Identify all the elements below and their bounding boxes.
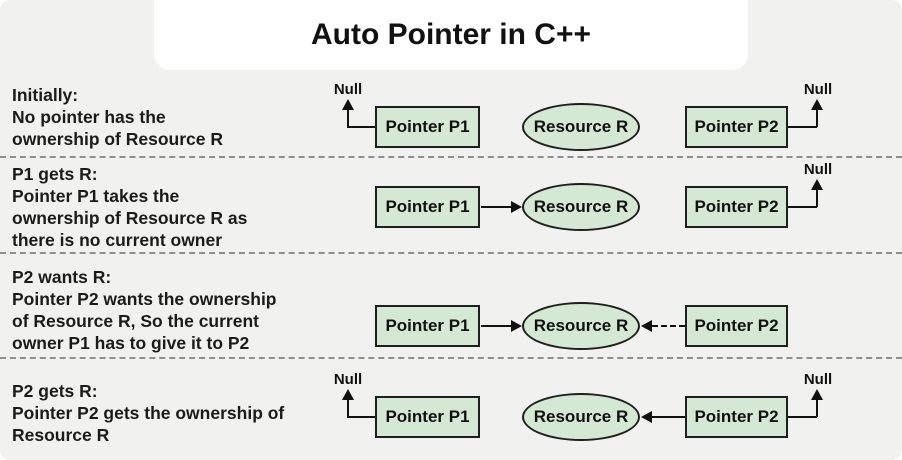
caption-line: Initially: — [12, 85, 79, 105]
caption-line: Pointer P2 wants the ownership — [12, 289, 277, 309]
pointer-p1-node: Pointer P1 — [375, 106, 480, 148]
caption-line: Pointer P2 gets the ownership of — [12, 403, 285, 423]
caption-line: P2 gets R: — [12, 381, 98, 401]
null-connector-right — [815, 109, 819, 127]
pointer-p2-node: Pointer P2 — [685, 186, 788, 228]
caption-p2-gets-r: P2 gets R: Pointer P2 gets the ownership… — [12, 380, 352, 446]
null-connector-left — [347, 415, 375, 419]
caption-line: No pointer has the — [12, 107, 166, 127]
resource-r-node: Resource R — [522, 103, 640, 151]
null-connector-right — [815, 189, 819, 207]
arrowhead-left-icon — [641, 320, 652, 332]
pointer-p1-node: Pointer P1 — [375, 186, 480, 228]
caption-line: P1 gets R: — [12, 164, 98, 184]
null-label-right: Null — [803, 371, 833, 388]
caption-line: owner P1 has to give it to P2 — [12, 333, 250, 353]
arrowhead-right-icon — [511, 320, 522, 332]
caption-line: Resource R — [12, 425, 110, 445]
caption-p2-wants-r: P2 wants R: Pointer P2 wants the ownersh… — [12, 266, 352, 354]
caption-line: Pointer P1 takes the — [12, 186, 180, 206]
ownership-arrow-p1-to-r — [481, 205, 512, 209]
request-arrow-p2-to-r-dashed — [652, 324, 685, 327]
ownership-arrow-p2-to-r — [652, 415, 685, 419]
title-card: Auto Pointer in C++ — [154, 0, 748, 70]
pointer-p1-node: Pointer P1 — [375, 305, 480, 347]
caption-line: P2 wants R: — [12, 267, 112, 287]
caption-line: ownership of Resource R as — [12, 208, 248, 228]
resource-r-node: Resource R — [522, 302, 640, 350]
arrowhead-up-icon — [811, 389, 823, 400]
row-separator — [0, 156, 902, 158]
resource-r-node: Resource R — [522, 393, 640, 441]
caption-initially: Initially: No pointer has the ownership … — [12, 84, 352, 150]
arrowhead-up-icon — [811, 179, 823, 190]
row-separator — [0, 252, 902, 254]
null-label-left: Null — [333, 81, 363, 98]
null-connector-left — [346, 399, 350, 417]
null-label-left: Null — [333, 371, 363, 388]
caption-line: there is no current owner — [12, 230, 223, 250]
pointer-p1-node: Pointer P1 — [375, 396, 480, 438]
null-connector-left — [347, 125, 375, 129]
arrowhead-left-icon — [641, 411, 652, 423]
null-connector-right — [788, 125, 817, 129]
arrowhead-up-icon — [342, 389, 354, 400]
null-connector-right — [788, 205, 817, 209]
page-title: Auto Pointer in C++ — [310, 18, 592, 51]
arrowhead-up-icon — [342, 99, 354, 110]
caption-line: of Resource R, So the current — [12, 311, 259, 331]
resource-r-node: Resource R — [522, 183, 640, 231]
ownership-arrow-p1-to-r — [481, 324, 512, 328]
pointer-p2-node: Pointer P2 — [685, 106, 788, 148]
pointer-p2-node: Pointer P2 — [685, 305, 788, 347]
pointer-p2-node: Pointer P2 — [685, 396, 788, 438]
null-label-right: Null — [803, 161, 833, 178]
caption-line: ownership of Resource R — [12, 129, 224, 149]
arrowhead-up-icon — [811, 99, 823, 110]
row-separator — [0, 357, 902, 359]
null-connector-right — [815, 399, 819, 417]
null-connector-right — [788, 415, 817, 419]
null-label-right: Null — [803, 81, 833, 98]
null-connector-left — [346, 109, 350, 127]
arrowhead-right-icon — [511, 201, 522, 213]
caption-p1-gets-r: P1 gets R: Pointer P1 takes the ownershi… — [12, 163, 352, 251]
